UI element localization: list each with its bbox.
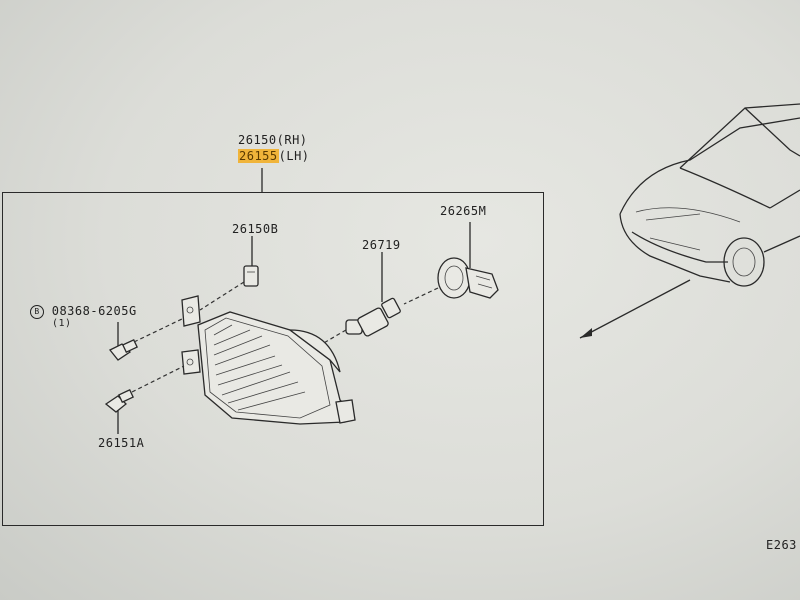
- screw-part-label: 26151A: [98, 436, 145, 450]
- headlamp-assembly: [181, 295, 356, 425]
- screw-dashed-path: [131, 365, 185, 393]
- bulb-part-label: 26719: [362, 238, 401, 252]
- screw-part: [104, 388, 134, 413]
- upper-mount-tab: [181, 295, 201, 327]
- clip-part: [243, 265, 259, 287]
- socket-part: [437, 257, 499, 299]
- bulb-part: [345, 297, 401, 337]
- bolt-dashed-path: [133, 317, 185, 343]
- clip-dashed-path: [199, 281, 245, 311]
- car-pointer-line: [579, 279, 691, 339]
- bolt-qty-label: (1): [52, 318, 72, 329]
- bolt-part: [108, 338, 138, 361]
- socket-part-label: 26265M: [440, 204, 487, 218]
- clip-part-label: 26150B: [232, 222, 279, 236]
- lower-mount-tab: [181, 349, 201, 375]
- parts-group-frame: [2, 192, 544, 526]
- main-lh-label: 26155(LH): [238, 149, 310, 163]
- main-lh-highlight: 26155: [238, 149, 279, 163]
- figure-code-label: E263: [766, 538, 797, 552]
- bolt-symbol-icon: B: [30, 304, 44, 319]
- bulb-dashed-path: [321, 329, 347, 345]
- car-illustration: [579, 103, 800, 339]
- socket-dashed-path: [403, 287, 439, 305]
- bolt-part-label: B 08368-6205G: [30, 304, 137, 319]
- main-rh-label: 26150(RH): [238, 133, 308, 147]
